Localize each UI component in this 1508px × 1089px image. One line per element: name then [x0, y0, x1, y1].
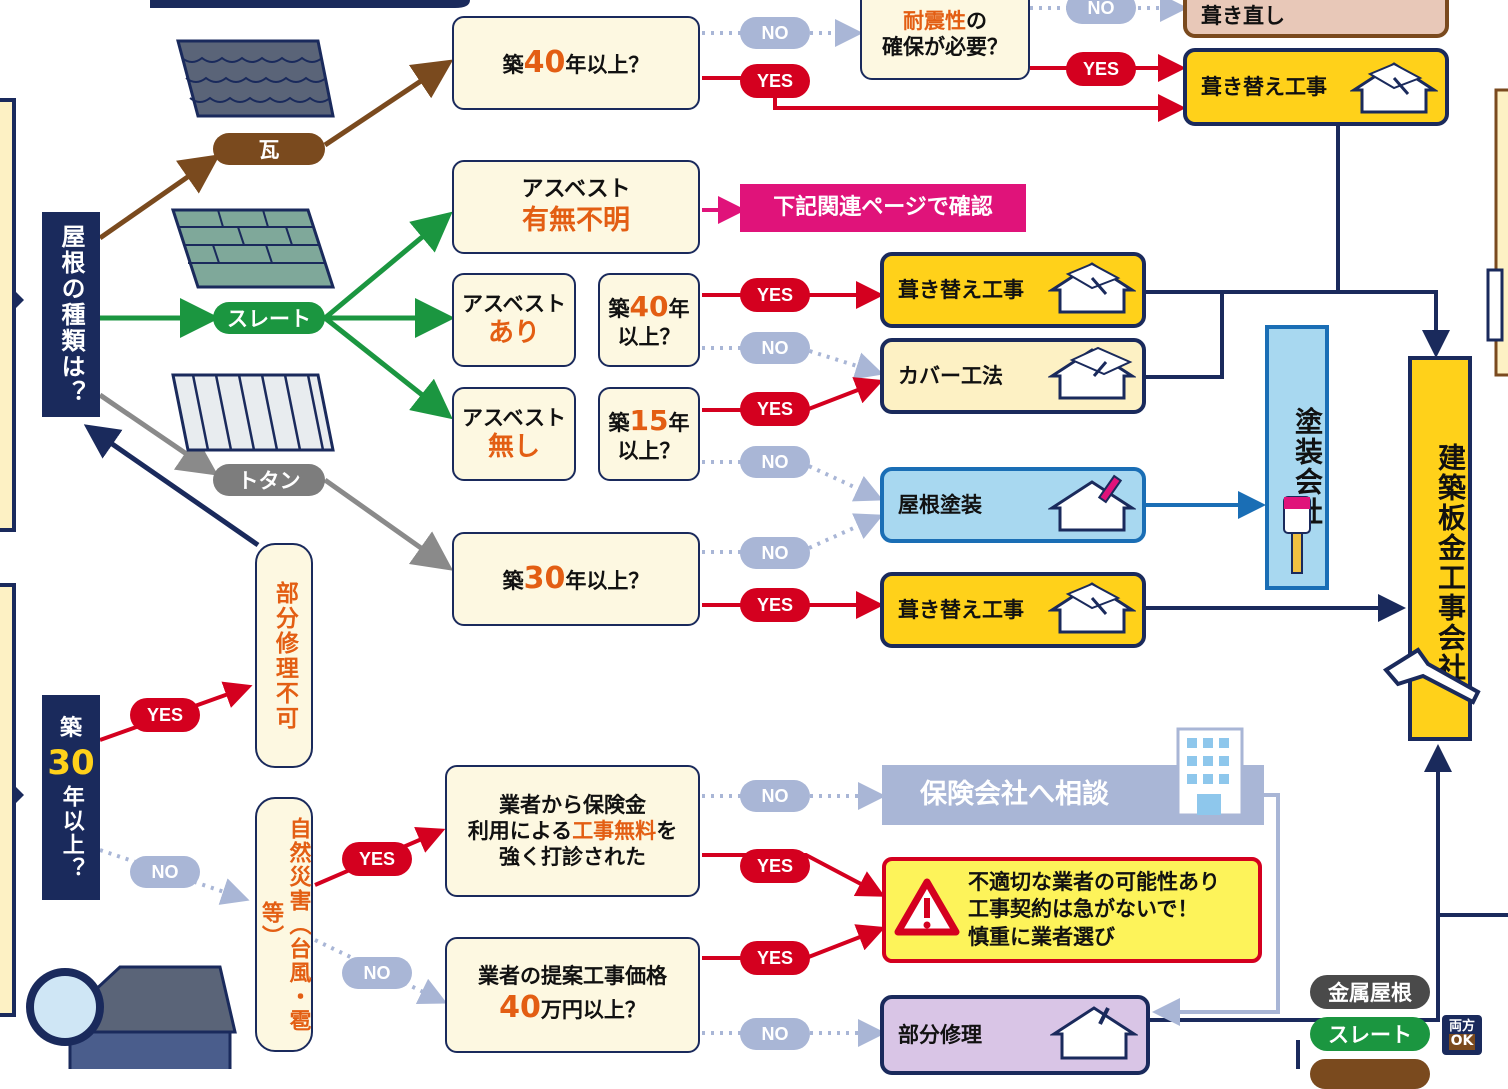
- metal-roof-label: 金属屋根: [1310, 975, 1430, 1009]
- house-magnifier-icon: [26, 965, 237, 1069]
- roof-type-question: 屋根の種類は？: [42, 212, 100, 417]
- yes-pill: YES: [740, 941, 810, 975]
- natural-disaster-question: 自然災害（台風・雹等）: [255, 797, 313, 1052]
- both-ok-badge: 両方 OK: [1442, 1015, 1482, 1055]
- no-pill: NO: [740, 332, 810, 364]
- slate-roof-icon: [170, 208, 336, 289]
- insurance-offer-question: 業者から保険金 利用による工事無料を 強く打診された: [445, 765, 700, 897]
- no-pill: NO: [740, 1018, 810, 1050]
- no-pill: NO: [740, 780, 810, 812]
- no-pill: NO: [740, 17, 810, 49]
- paint-brush-icon: [1283, 496, 1311, 574]
- age40-question: 築40年 以上？: [598, 273, 700, 367]
- seismic-question: 耐震性の 確保が必要？: [860, 0, 1030, 80]
- kawara-age40-question: 築40年以上？: [452, 16, 700, 110]
- partial-repair-roof-icon: [1050, 1006, 1138, 1060]
- yes-pill: YES: [740, 64, 810, 98]
- price-question: 業者の提案工事価格 40万円以上？: [445, 937, 700, 1053]
- yes-pill: YES: [740, 278, 810, 312]
- yes-pill: YES: [342, 842, 412, 876]
- office-building-icon: [1176, 727, 1244, 817]
- yes-pill: YES: [740, 849, 810, 883]
- reroof-icon: [1350, 62, 1438, 114]
- asbestos-unknown: アスベスト 有無不明: [452, 160, 700, 254]
- yes-pill: YES: [740, 588, 810, 622]
- paint-brush-roof-icon: [1048, 474, 1136, 532]
- kawara-label-partial: [1310, 1059, 1430, 1089]
- no-pill: NO: [740, 537, 810, 569]
- slate-label: スレート: [1310, 1017, 1430, 1051]
- totan-age30-question: 築30年以上？: [452, 532, 700, 626]
- age30-question: 築 30 年以上？: [42, 695, 100, 900]
- no-pill: NO: [130, 856, 200, 888]
- warning-box: 不適切な業者の可能性あり 工事契約は急がないで！ 慎重に業者選び: [882, 857, 1262, 963]
- age15-question: 築15年 以上？: [598, 387, 700, 481]
- reroof-icon: [1048, 582, 1136, 634]
- no-pill: NO: [342, 957, 412, 989]
- totan-label: トタン: [213, 464, 325, 496]
- asbestos-present: アスベスト あり: [452, 273, 576, 367]
- kawara-roof-icon: [176, 39, 335, 118]
- no-pill: NO: [740, 446, 810, 478]
- no-pill: NO: [1066, 0, 1136, 24]
- yes-pill: YES: [130, 698, 200, 732]
- yes-pill: YES: [740, 392, 810, 426]
- slate-label: スレート: [213, 302, 325, 334]
- related-page-link[interactable]: 下記関連ページで確認: [740, 184, 1026, 232]
- refix-roof-result: 葺き直し: [1183, 0, 1449, 38]
- asbestos-absent: アスベスト 無し: [452, 387, 576, 481]
- warning-icon: [894, 878, 960, 936]
- totan-roof-icon: [171, 373, 335, 452]
- cover-roof-icon: [1048, 346, 1136, 400]
- metal-tool-icon: [1382, 647, 1481, 705]
- kawara-label: 瓦: [213, 133, 325, 165]
- yes-pill: YES: [1066, 52, 1136, 86]
- reroof-icon: [1048, 262, 1136, 314]
- partial-repair-not-possible: 部分修理不可: [255, 543, 313, 768]
